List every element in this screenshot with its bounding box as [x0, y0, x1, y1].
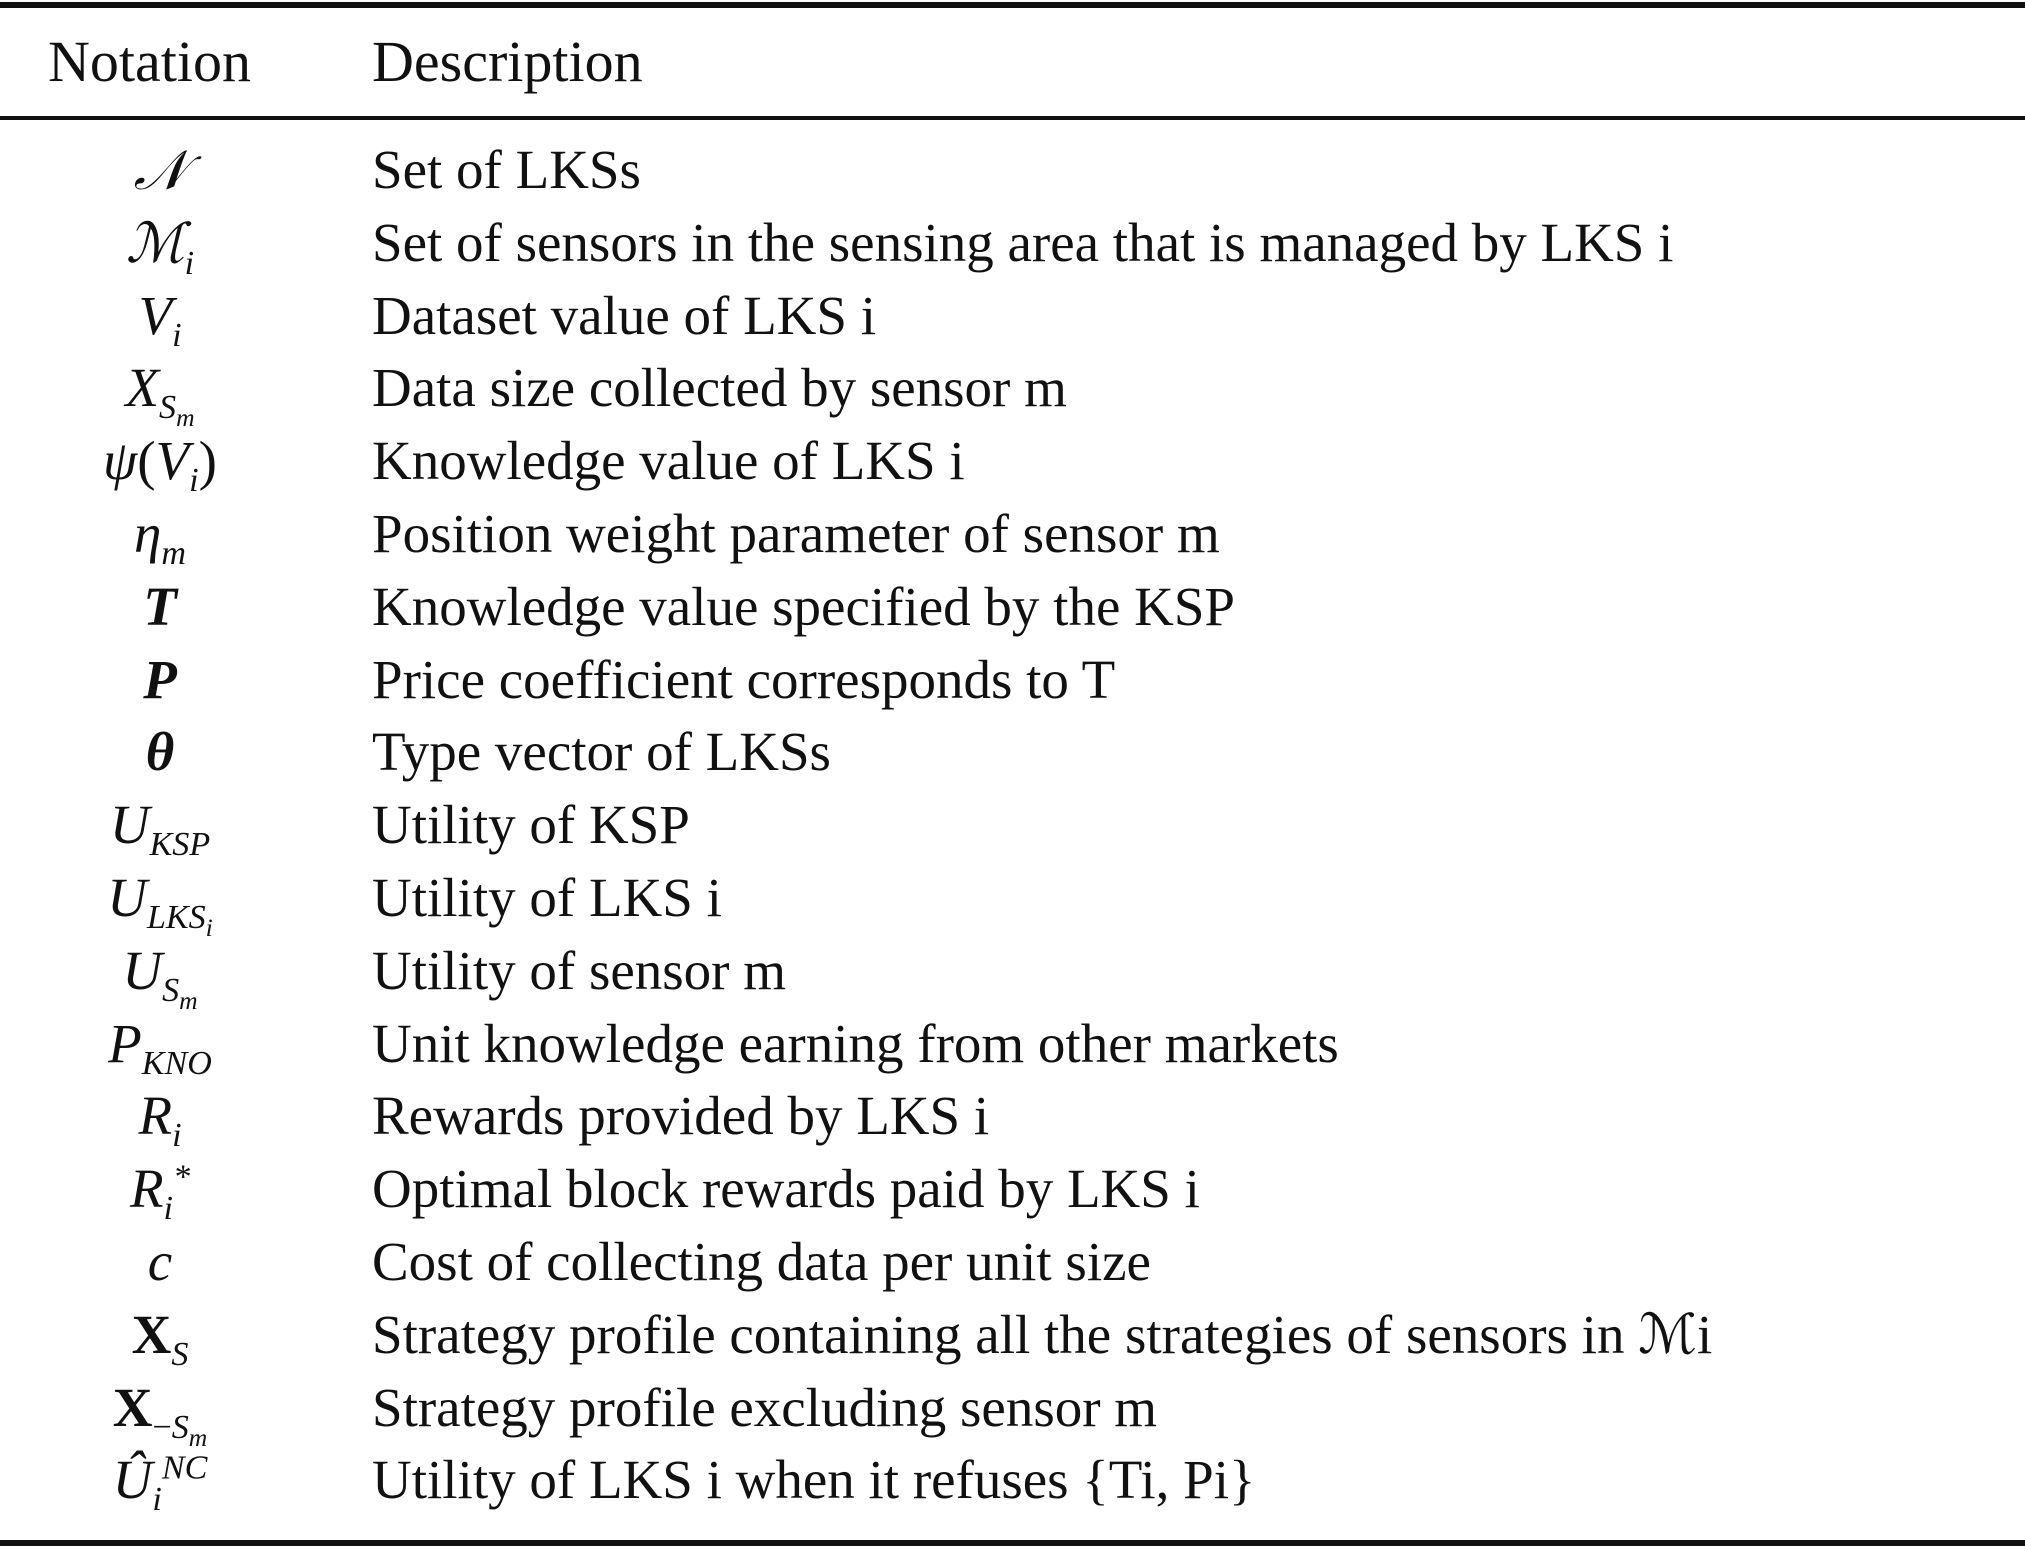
description-cell: Cost of collecting data per unit size — [372, 1230, 1151, 1292]
table-row: UKSP Utility of KSP — [0, 789, 2025, 862]
notation-cell: XSm — [125, 357, 195, 433]
table-row: Ri* Optimal block rewards paid by LKS i — [0, 1153, 2025, 1226]
notation-cell: 𝒩 — [133, 138, 187, 202]
description-cell: Utility of LKS i when it refuses {Ti, Pi… — [372, 1449, 1256, 1511]
notation-cell: c — [147, 1230, 173, 1292]
table-row: Ri Rewards provided by LKS i — [0, 1080, 2025, 1153]
description-cell: Set of sensors in the sensing area that … — [372, 211, 1674, 273]
table-row: PKNO Unit knowledge earning from other m… — [0, 1008, 2025, 1081]
table-row: ψ(Vi) Knowledge value of LKS i — [0, 425, 2025, 498]
notation-cell: ℳi — [125, 210, 195, 282]
notation-cell: X−Sm — [112, 1376, 208, 1452]
description-cell: Type vector of LKSs — [372, 721, 831, 783]
notation-cell: Ri* — [129, 1158, 191, 1228]
table-row: XSm Data size collected by sensor m — [0, 352, 2025, 433]
table-row: θ Type vector of LKSs — [0, 716, 2025, 789]
table-row: ℳi Set of sensors in the sensing area th… — [0, 207, 2025, 282]
header-notation: Notation — [48, 29, 251, 94]
table-row: X−Sm Strategy profile excluding sensor m — [0, 1372, 2025, 1452]
description-cell: Position weight parameter of sensor m — [372, 502, 1220, 564]
table-row: c Cost of collecting data per unit size — [0, 1226, 2025, 1299]
notation-cell: ÛiNC — [112, 1449, 208, 1519]
table-row: ULKSi Utility of LKS i — [0, 862, 2025, 942]
description-cell: Dataset value of LKS i — [372, 284, 877, 346]
notation-cell: PKNO — [108, 1012, 212, 1082]
description-cell: Knowledge value specified by the KSP — [372, 575, 1236, 637]
notation-cell: ULKSi — [107, 866, 213, 942]
table-header-row: Notation Description — [0, 22, 2025, 102]
description-cell: Utility of sensor m — [372, 939, 787, 1001]
description-cell: Unit knowledge earning from other market… — [372, 1012, 1339, 1074]
table-row: Vi Dataset value of LKS i — [0, 280, 2025, 353]
notation-cell: T — [143, 575, 177, 637]
table-bottom-rule — [0, 1540, 2025, 1546]
description-cell: Rewards provided by LKS i — [372, 1085, 990, 1147]
notation-cell: UKSP — [109, 794, 211, 864]
table-row: P Price coefficient corresponds to T — [0, 644, 2025, 717]
description-cell: Utility of KSP — [372, 794, 690, 856]
table-row: T Knowledge value specified by the KSP — [0, 571, 2025, 644]
table-header-rule — [0, 116, 2025, 120]
description-cell: Price coefficient corresponds to T — [372, 648, 1116, 710]
table-row: XS Strategy profile containing all the s… — [0, 1299, 2025, 1372]
notation-cell: ψ(Vi) — [103, 430, 217, 500]
description-cell: Strategy profile containing all the stra… — [372, 1303, 1713, 1365]
table-row: USm Utility of sensor m — [0, 935, 2025, 1015]
table-row: ÛiNC Utility of LKS i when it refuses {T… — [0, 1444, 2025, 1517]
notation-cell: P — [143, 648, 177, 710]
description-cell: Data size collected by sensor m — [372, 357, 1067, 419]
table-row: 𝒩 Set of LKSs — [0, 134, 2025, 207]
notation-cell: XS — [131, 1303, 189, 1373]
table-body: 𝒩 Set of LKSs ℳi Set of sensors in the s… — [0, 134, 2025, 1517]
notation-cell: Ri — [138, 1085, 182, 1155]
description-cell: Optimal block rewards paid by LKS i — [372, 1158, 1200, 1220]
description-cell: Utility of LKS i — [372, 866, 722, 928]
header-description: Description — [372, 29, 643, 94]
notation-cell: USm — [122, 939, 198, 1015]
table-top-rule — [0, 2, 2025, 8]
notation-cell: Vi — [138, 284, 182, 354]
notation-cell: ηm — [134, 502, 186, 572]
notation-cell: θ — [145, 721, 175, 783]
description-cell: Knowledge value of LKS i — [372, 430, 965, 492]
description-cell: Set of LKSs — [372, 139, 641, 200]
table-row: ηm Position weight parameter of sensor m — [0, 498, 2025, 571]
description-cell: Strategy profile excluding sensor m — [372, 1376, 1158, 1438]
